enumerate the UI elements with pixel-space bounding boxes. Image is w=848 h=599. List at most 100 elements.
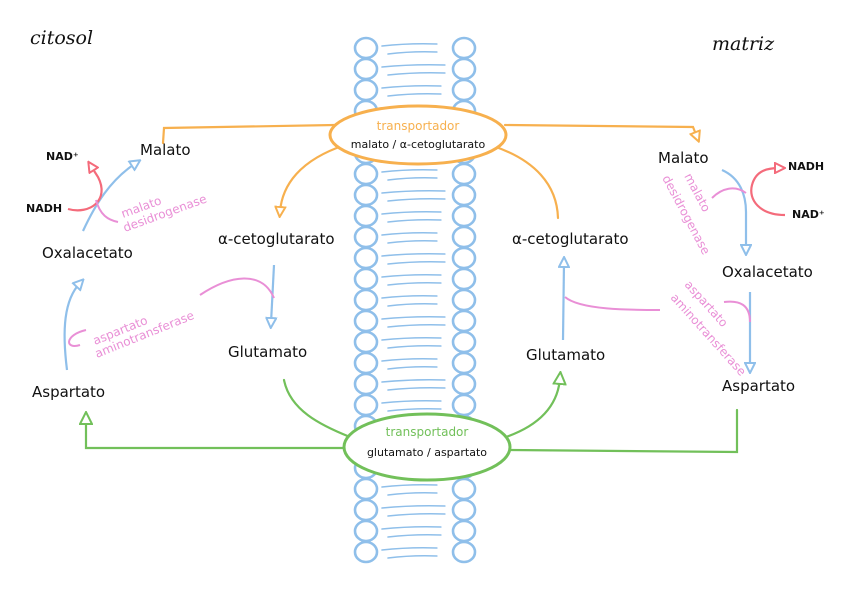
matrix-mdh-enzyme-line <box>711 187 747 199</box>
lipid-tail <box>381 504 446 509</box>
cytosol-aspartato: Aspartato <box>32 383 105 401</box>
matrix-oxalacetato: Oxalacetato <box>722 263 813 281</box>
lipid-tail <box>387 260 446 265</box>
cytosol-oxalacetato: Oxalacetato <box>42 244 133 262</box>
matrix-aspartato: Aspartato <box>722 377 795 395</box>
lipid-head-inner <box>451 351 477 375</box>
nadh-to-nadplus-arrow <box>67 166 103 212</box>
lipid-head-inner <box>451 78 477 102</box>
matrix-nad-plus: NAD⁺ <box>792 208 825 221</box>
lipid-tail <box>381 231 438 236</box>
lipid-head-inner <box>451 477 477 501</box>
lipid-tail <box>387 533 442 538</box>
lipid-head-outer <box>353 309 379 333</box>
akg-from-matrix-line <box>491 144 560 220</box>
lipid-tail <box>387 281 442 286</box>
lipid-tail <box>387 407 442 412</box>
lipid-tail <box>381 210 442 215</box>
lipid-tail <box>381 273 442 278</box>
lipid-tail <box>387 92 442 97</box>
lipid-tail <box>387 554 438 559</box>
lipid-tail <box>387 239 438 244</box>
cytosol-glutamato: Glutamato <box>228 343 307 361</box>
lipid-head-inner <box>451 519 477 543</box>
lipid-tail <box>387 197 446 202</box>
lipid-head-inner <box>451 393 477 417</box>
matrix-glutamato: Glutamato <box>526 346 605 364</box>
lipid-tail <box>387 365 438 370</box>
transporter-malate-akg: transportador malato / α-cetoglutarato <box>328 104 508 166</box>
matrix-nadh: NADH <box>788 160 824 173</box>
malate-to-oaa-arrow <box>721 168 746 250</box>
lipid-tail <box>381 294 438 299</box>
lipid-head-outer <box>353 78 379 102</box>
glutamate-import-arrow <box>504 378 560 439</box>
lipid-tail <box>381 168 438 173</box>
transporter-bottom-substrates: glutamato / aspartato <box>367 446 487 459</box>
matrix-alfa-cetoglutarato: α-cetoglutarato <box>512 230 629 248</box>
lipid-head-outer <box>353 204 379 228</box>
lipid-tail <box>387 344 442 349</box>
lipid-head-outer <box>353 498 379 522</box>
lipid-tail <box>381 378 446 383</box>
cytosol-reactions: Malato NAD⁺ NADH Oxalacetato α-cetogluta… <box>26 141 335 401</box>
lipid-head-outer <box>353 288 379 312</box>
cytosol-ast-enzyme-line <box>68 277 275 347</box>
lipid-tail <box>381 483 438 488</box>
cytosol-nadh: NADH <box>26 202 62 215</box>
region-label-cytosol: citosol <box>30 27 93 49</box>
lipid-head-inner <box>451 246 477 270</box>
lipid-head-inner <box>451 267 477 291</box>
lipid-tail <box>381 252 446 257</box>
lipid-head-inner <box>451 372 477 396</box>
lipid-tail <box>381 336 442 341</box>
lipid-tail <box>387 302 438 307</box>
aspartate-from-matrix-line <box>508 408 739 454</box>
lipid-head-inner <box>451 204 477 228</box>
green-transport-paths <box>86 378 739 454</box>
lipid-head-outer <box>353 519 379 543</box>
lipid-tail <box>381 525 442 530</box>
malate-import-line-left <box>161 123 337 145</box>
matrix-reactions: Malato NADH NAD⁺ Oxalacetato α-cetogluta… <box>512 149 825 395</box>
lipid-head-inner <box>451 36 477 60</box>
lipid-tail <box>381 546 438 551</box>
lipid-head-outer <box>353 351 379 375</box>
lipid-tail <box>387 218 442 223</box>
lipid-tail <box>387 176 438 181</box>
lipid-head-outer <box>353 36 379 60</box>
lipid-tail <box>381 189 446 194</box>
transporter-glutamate-aspartate: transportador glutamato / aspartato <box>342 412 512 482</box>
cytosol-mdh-enzyme-line <box>95 199 119 223</box>
lipid-tail <box>381 315 446 320</box>
lipid-tail <box>381 42 438 47</box>
region-label-matrix: matriz <box>712 33 775 55</box>
lipid-head-inner <box>451 288 477 312</box>
aspartate-to-oaa-arrow <box>63 283 80 371</box>
lipid-head-inner <box>451 330 477 354</box>
matrix-malato: Malato <box>658 149 709 167</box>
lipid-head-outer <box>353 183 379 207</box>
lipid-head-outer <box>353 372 379 396</box>
transporter-top-substrates: malato / α-cetoglutarato <box>351 138 486 151</box>
lipid-tail <box>381 84 442 89</box>
cytosol-malato: Malato <box>140 141 191 159</box>
lipid-head-inner <box>451 225 477 249</box>
lipid-head-inner <box>451 162 477 186</box>
lipid-head-outer <box>353 162 379 186</box>
orange-transport-paths <box>161 123 697 220</box>
lipid-tail <box>387 491 438 496</box>
glutamate-to-akg-arrow <box>563 262 564 341</box>
lipid-head-outer <box>353 225 379 249</box>
malate-import-arrow-right <box>503 123 697 137</box>
lipid-head-outer <box>353 246 379 270</box>
lipid-head-outer <box>353 393 379 417</box>
aspartate-export-arrow-left <box>86 418 347 450</box>
glutamate-from-cytosol-line <box>282 378 352 439</box>
lipid-head-inner <box>451 183 477 207</box>
lipid-head-outer <box>353 267 379 291</box>
lipid-tail <box>387 512 446 517</box>
lipid-head-outer <box>353 477 379 501</box>
